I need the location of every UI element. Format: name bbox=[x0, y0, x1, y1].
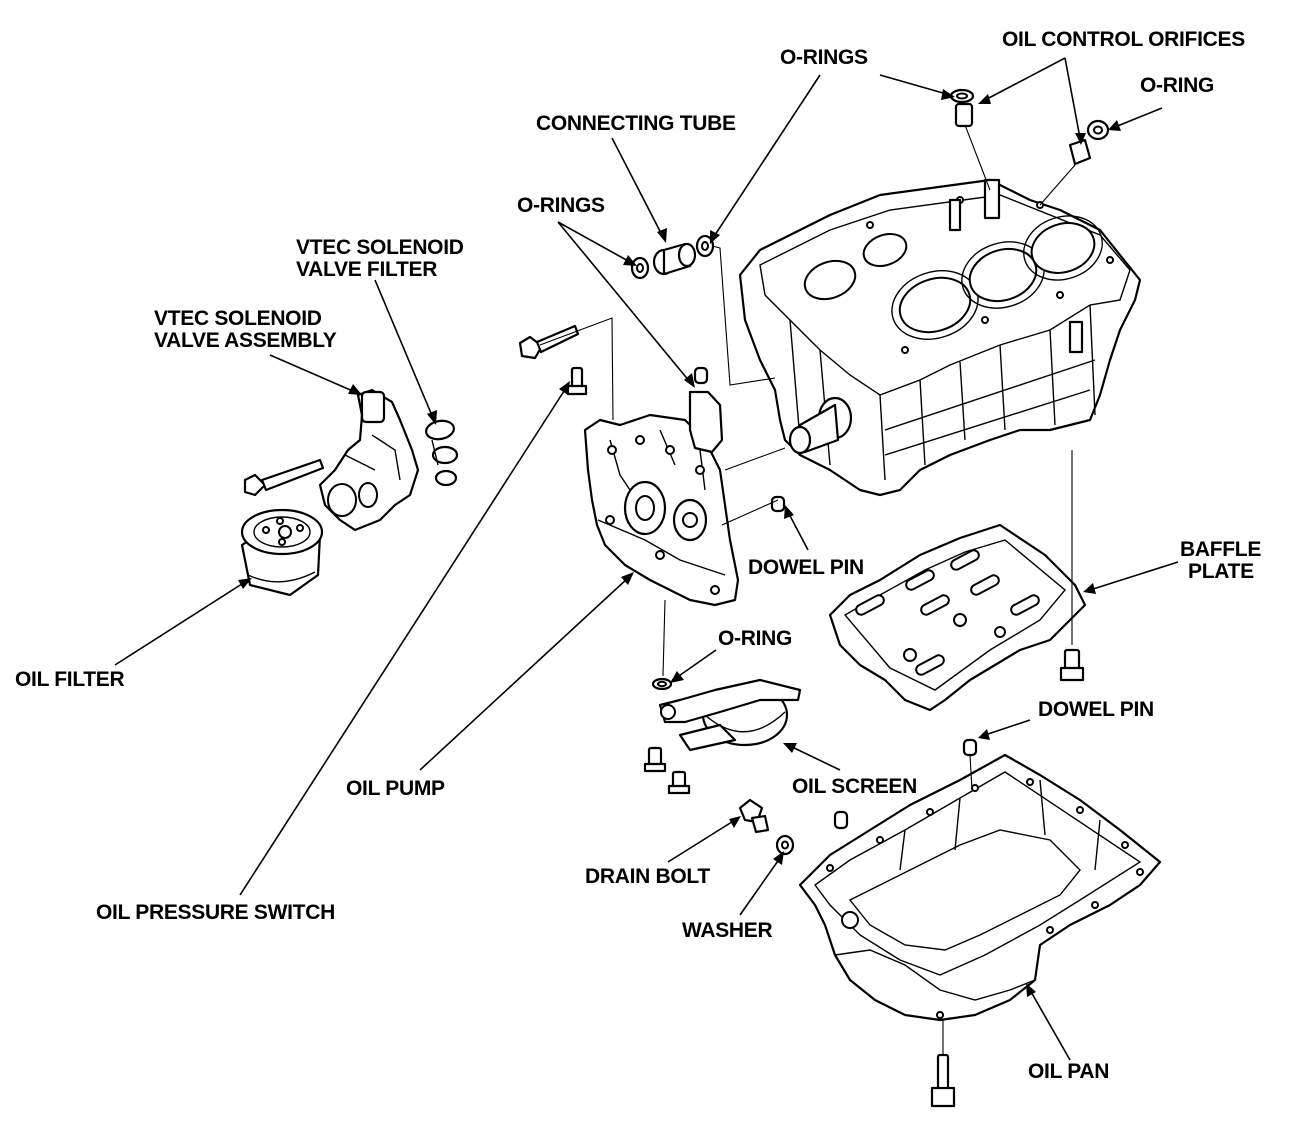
label-oil-control-orifices: OIL CONTROL ORIFICES bbox=[1002, 28, 1245, 51]
bolt-icon bbox=[243, 324, 770, 834]
o-ring-icon bbox=[630, 88, 1110, 280]
label-vtec-filter-line1: VTEC SOLENOID bbox=[296, 236, 464, 259]
oil-control-orifice-icon bbox=[954, 102, 1092, 166]
label-o-rings-mid: O-RINGS bbox=[517, 194, 605, 217]
label-oil-filter: OIL FILTER bbox=[15, 668, 125, 691]
label-o-ring-top-right: O-RING bbox=[1140, 74, 1214, 97]
oil-pressure-switch-icon bbox=[566, 366, 588, 396]
oil-pump-icon bbox=[583, 413, 740, 607]
callout-labels: O-RINGS OIL CONTROL ORIFICES O-RING CONN… bbox=[15, 28, 1262, 1083]
oil-pan-icon bbox=[798, 753, 1162, 1022]
label-oil-pump: OIL PUMP bbox=[346, 777, 445, 800]
label-baffle-line1: BAFFLE bbox=[1180, 538, 1261, 561]
label-oil-screen: OIL SCREEN bbox=[792, 775, 917, 798]
label-oil-pan: OIL PAN bbox=[1028, 1060, 1109, 1083]
leader-lines bbox=[114, 57, 1179, 1061]
label-o-ring-screen: O-RING bbox=[718, 627, 792, 650]
label-drain-bolt: DRAIN BOLT bbox=[585, 865, 710, 888]
label-o-rings-top: O-RINGS bbox=[780, 46, 868, 69]
vtec-solenoid-icon bbox=[318, 388, 420, 532]
oil-filter-icon bbox=[240, 508, 324, 597]
baffle-plate-icon bbox=[828, 523, 1087, 712]
label-dowel-pin-pan: DOWEL PIN bbox=[1038, 698, 1154, 721]
label-vtec-filter-line2: VALVE FILTER bbox=[296, 258, 437, 281]
label-washer: WASHER bbox=[682, 919, 773, 942]
label-vtec-assembly-line2: VALVE ASSEMBLY bbox=[154, 329, 337, 352]
label-connecting-tube: CONNECTING TUBE bbox=[536, 112, 736, 135]
alignment-lines bbox=[539, 124, 1076, 1055]
connecting-tube-icon bbox=[652, 242, 697, 276]
label-dowel-pin-mid: DOWEL PIN bbox=[748, 556, 864, 579]
label-vtec-assembly-line1: VTEC SOLENOID bbox=[154, 307, 322, 330]
vtec-filter-icon bbox=[425, 419, 459, 487]
oil-screen-icon bbox=[658, 678, 802, 752]
label-baffle-line2: PLATE bbox=[1188, 560, 1254, 583]
gasket-icon bbox=[688, 390, 724, 454]
label-oil-pressure-switch: OIL PRESSURE SWITCH bbox=[96, 901, 335, 924]
engine-block-icon bbox=[738, 178, 1142, 497]
dowel-pin-icon bbox=[693, 366, 978, 830]
